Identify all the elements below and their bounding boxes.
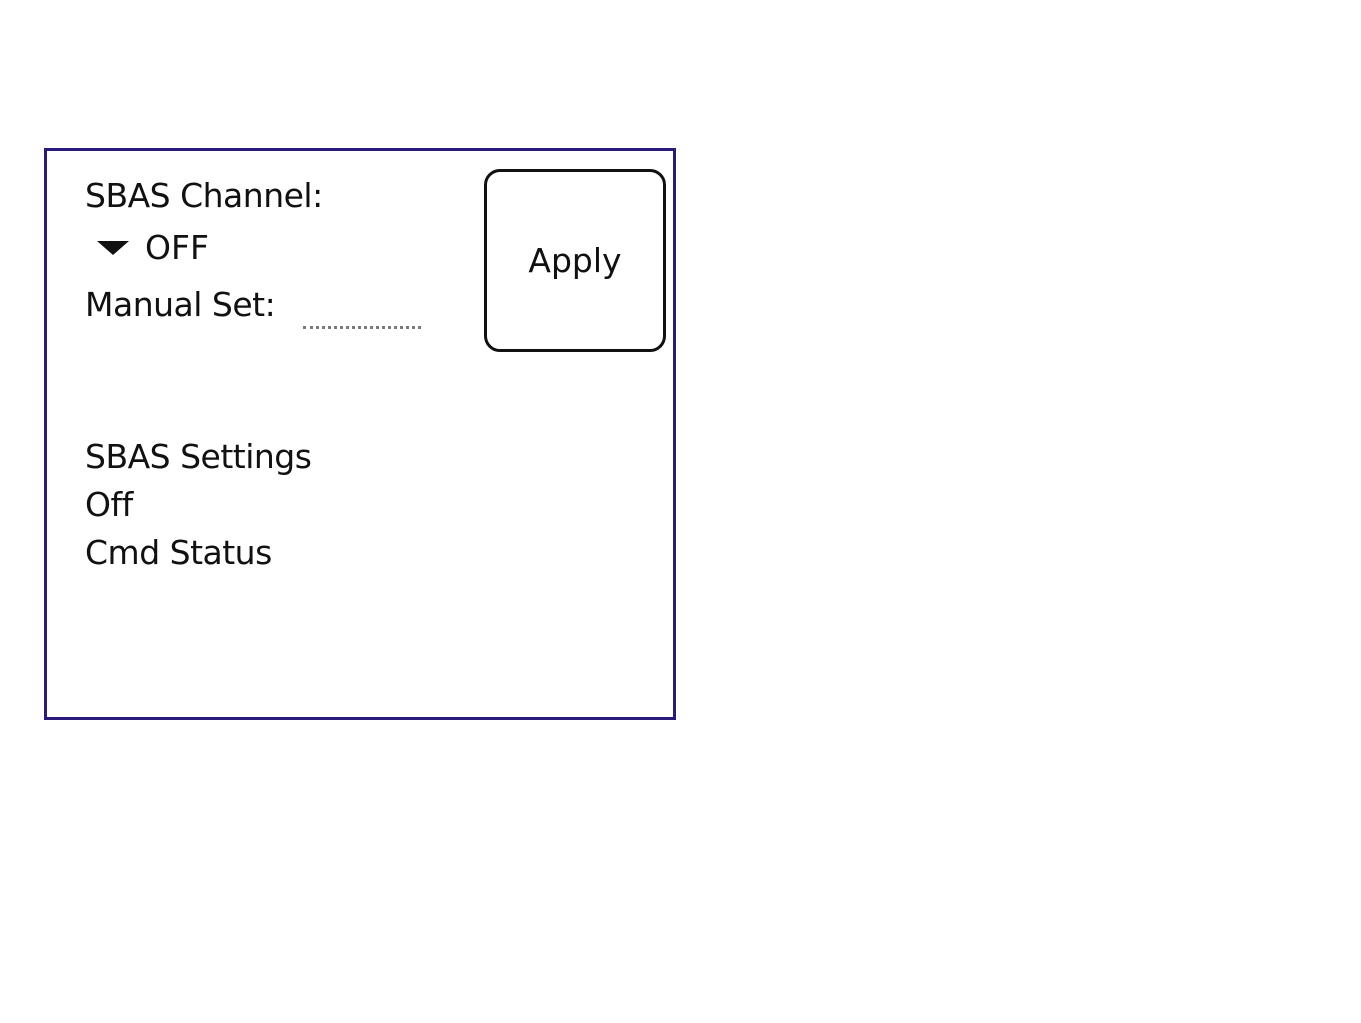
apply-button[interactable]: Apply	[484, 169, 666, 352]
triangle-down-icon	[97, 241, 129, 255]
sbas-settings-label: SBAS Settings	[85, 437, 311, 477]
channel-dropdown-value: OFF	[145, 228, 209, 268]
sbas-settings-value: Off	[85, 485, 133, 525]
sbas-channel-label: SBAS Channel:	[85, 176, 323, 216]
manual-set-field[interactable]	[303, 316, 421, 329]
channel-dropdown[interactable]: OFF	[97, 228, 209, 268]
manual-set-label: Manual Set:	[85, 285, 275, 325]
cmd-status-label: Cmd Status	[85, 533, 272, 573]
sbas-panel: SBAS Channel: OFF Manual Set: Apply SBAS…	[44, 148, 676, 720]
